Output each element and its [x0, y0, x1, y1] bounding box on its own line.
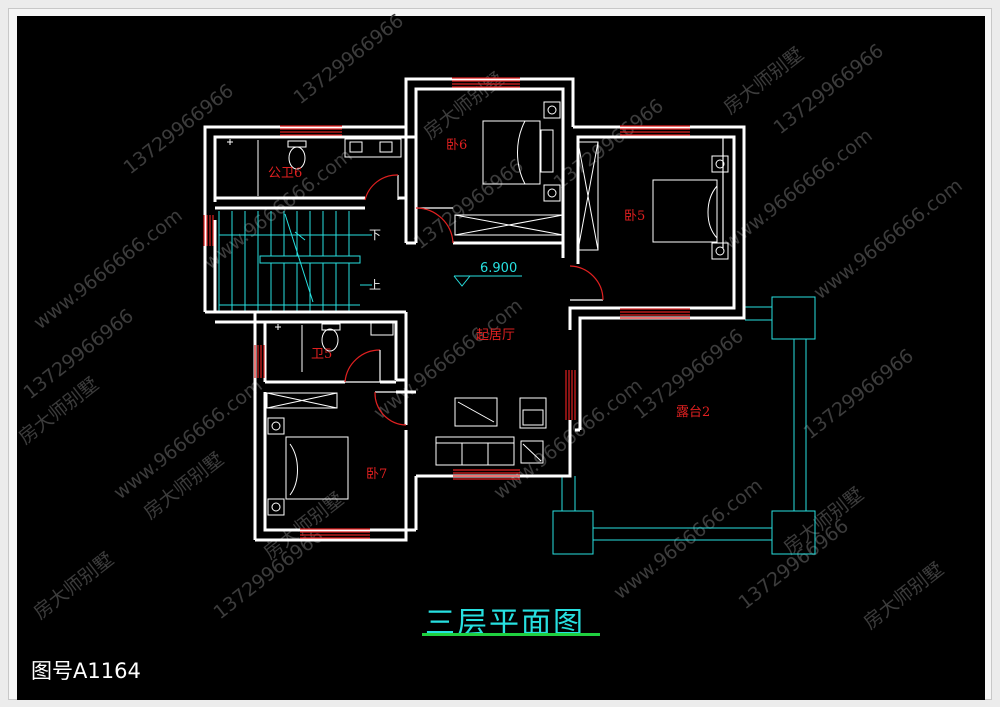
- window-living-right: [565, 370, 576, 420]
- watermark-site: www.9666666.com: [810, 174, 967, 303]
- room-label-bedroom-5: 卧5: [624, 209, 645, 224]
- watermark-site: www.9666666.com: [370, 294, 527, 423]
- bed-bedroom5: [652, 155, 729, 260]
- wardrobe-bedroom7: [266, 392, 338, 409]
- window-bedroom5-top: [620, 125, 690, 136]
- watermark-phone: 13729966966: [290, 10, 408, 109]
- window-bath5: [254, 345, 265, 378]
- door-bath6: [364, 174, 399, 201]
- sofa-set: [435, 397, 547, 466]
- door-bath5: [344, 349, 381, 383]
- watermark-site: www.9666666.com: [490, 374, 647, 503]
- window-bedroom5-bottom: [620, 308, 690, 319]
- windows: [203, 77, 724, 539]
- bath6-fixtures: [227, 138, 402, 196]
- door-bedroom6: [415, 207, 454, 244]
- window-bath6-top: [280, 125, 342, 136]
- watermark-layer: 13729966966 www.9666666.com 房大师别墅 137299…: [15, 10, 967, 634]
- watermark-phone: 13729966966: [410, 155, 528, 254]
- furniture: [227, 101, 729, 516]
- terrace-column: [552, 510, 594, 555]
- drawing-number: 图号A1164: [31, 659, 141, 683]
- door-bedroom7: [374, 391, 407, 426]
- watermark-phone: 13729966966: [550, 95, 668, 194]
- watermark-brand: 房大师别墅: [860, 558, 948, 634]
- stair-down-label: 下: [369, 228, 381, 242]
- watermark-brand: 房大师别墅: [30, 548, 118, 624]
- watermark-site: www.9666666.com: [610, 474, 767, 603]
- window-bedroom7-bottom: [300, 528, 370, 539]
- window-stair: [203, 215, 214, 246]
- wardrobe-bedroom6: [454, 214, 564, 236]
- room-label-public-bath-6: 公卫6: [268, 166, 302, 181]
- bath5-fixtures: [275, 322, 394, 372]
- bed-bedroom7: [267, 417, 349, 516]
- watermark-phone: 13729966966: [800, 345, 918, 444]
- bed-bedroom6: [482, 101, 561, 202]
- room-label-living-room: 起居厅: [476, 328, 515, 343]
- doors: [344, 174, 604, 426]
- elevation-value: 6.900: [480, 261, 517, 276]
- room-label-bedroom-7: 卧7: [366, 467, 387, 482]
- window-living-bottom: [453, 469, 520, 480]
- room-label-bedroom-6: 卧6: [446, 138, 467, 153]
- watermark-phone: 13729966966: [120, 80, 238, 179]
- room-label-terrace-2: 露台2: [676, 405, 710, 420]
- stair-up-label: 上: [369, 278, 381, 292]
- watermark-site: www.9666666.com: [30, 204, 187, 333]
- staircase: [218, 211, 372, 312]
- terrace-column: [771, 296, 816, 340]
- door-bedroom5: [569, 265, 604, 301]
- window-bedroom6-top: [452, 77, 520, 88]
- wardrobe-bedroom5: [577, 141, 599, 251]
- terrace: [552, 296, 816, 555]
- room-label-bath-5: 卫5: [311, 347, 332, 362]
- walls: [203, 77, 746, 542]
- cad-canvas: [17, 16, 985, 700]
- title-underline: [422, 633, 600, 636]
- elevation-marker: 6.900: [453, 261, 522, 287]
